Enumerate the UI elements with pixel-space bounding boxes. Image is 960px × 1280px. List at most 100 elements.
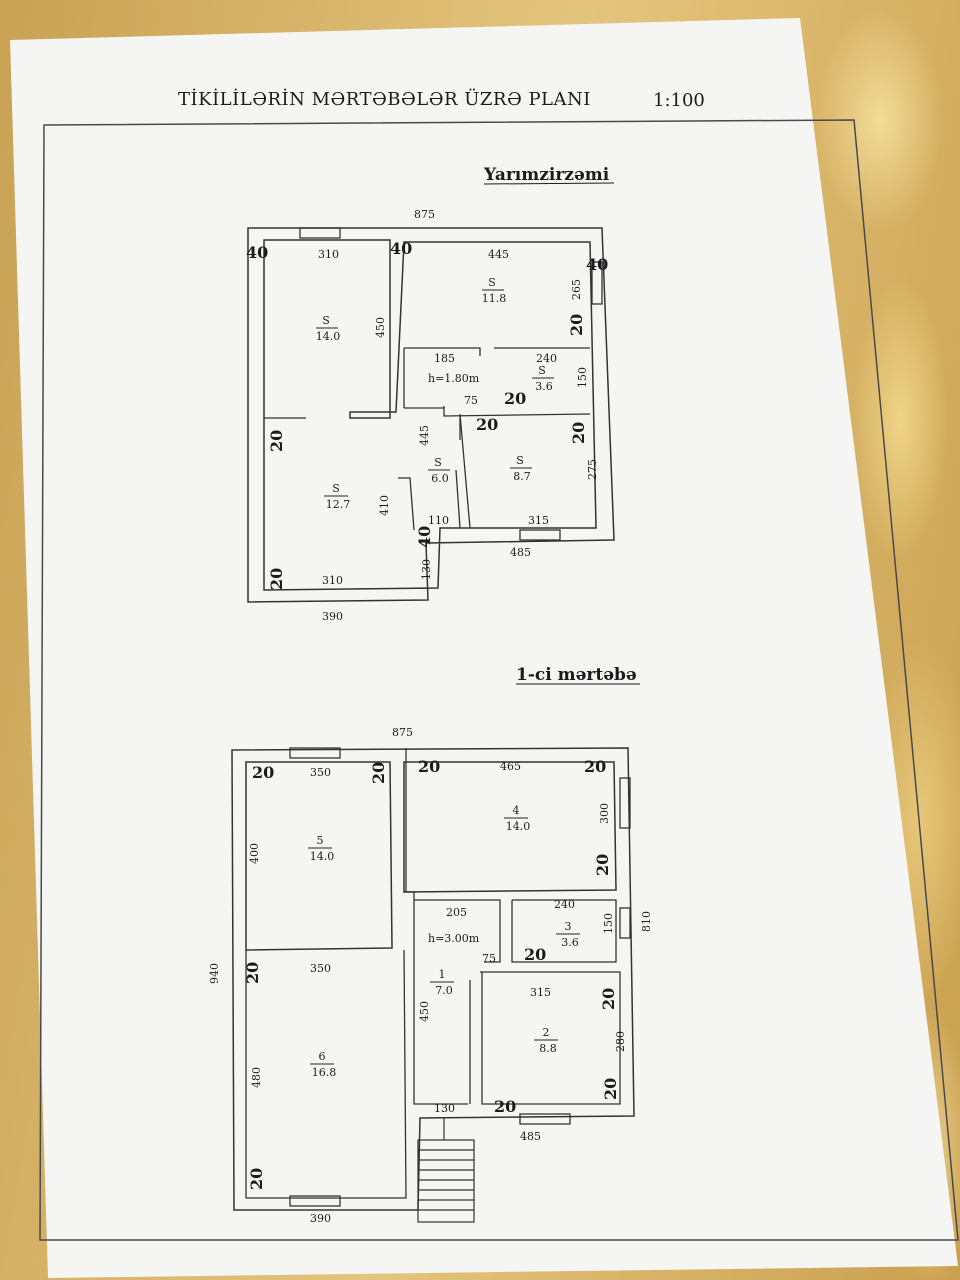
svg-text:150: 150: [602, 913, 615, 934]
svg-text:310: 310: [322, 574, 343, 587]
sheet-frame: [39, 119, 959, 1241]
basement-dimensions: 875 310 445 40 40 40 450 265 20 185 240 …: [246, 208, 608, 623]
svg-text:6.0: 6.0: [431, 472, 449, 485]
svg-text:14.0: 14.0: [316, 330, 341, 343]
floor1-room-3: 3 3.6: [556, 920, 580, 949]
floor1-room-5: 5 14.0: [308, 834, 334, 863]
floor1-room-2: 2 8.8: [534, 1026, 558, 1055]
sheet-title: TİKİLİLƏRİN MƏRTƏBƏLƏR ÜZRƏ PLANI: [178, 87, 591, 110]
svg-text:40: 40: [390, 239, 412, 258]
svg-text:20: 20: [599, 988, 618, 1010]
basement-room-8-7: S 8.7: [510, 454, 532, 483]
svg-text:75: 75: [464, 394, 478, 407]
svg-text:5: 5: [317, 834, 324, 847]
floor1-room-4: 4 14.0: [504, 804, 530, 833]
basement-height: h=1.80m: [428, 372, 480, 385]
svg-text:465: 465: [500, 760, 521, 773]
svg-text:20: 20: [247, 1168, 266, 1190]
sheet-scale: 1:100: [653, 90, 705, 111]
svg-text:3.6: 3.6: [535, 380, 553, 393]
svg-text:485: 485: [520, 1130, 541, 1143]
svg-text:6: 6: [319, 1050, 326, 1063]
svg-text:445: 445: [418, 425, 431, 446]
svg-text:11.8: 11.8: [482, 292, 507, 305]
svg-text:390: 390: [310, 1212, 331, 1225]
basement-room-14: S 14.0: [316, 314, 341, 343]
svg-text:20: 20: [267, 430, 286, 452]
svg-text:12.7: 12.7: [326, 498, 351, 511]
basement-outer-wall: [247, 227, 615, 603]
svg-text:240: 240: [536, 352, 557, 365]
basement-room-3-6: S 3.6: [532, 364, 554, 393]
svg-text:20: 20: [584, 757, 606, 776]
svg-text:20: 20: [524, 945, 546, 964]
svg-text:275: 275: [586, 459, 599, 480]
basement-room-11-8: S 11.8: [482, 276, 507, 305]
svg-text:185: 185: [434, 352, 455, 365]
floor1-room-6: 6 16.8: [310, 1050, 336, 1079]
svg-text:110: 110: [428, 514, 449, 527]
svg-text:940: 940: [208, 963, 221, 984]
svg-text:14.0: 14.0: [310, 850, 335, 863]
svg-text:485: 485: [510, 546, 531, 559]
svg-text:20: 20: [476, 415, 498, 434]
svg-text:40: 40: [246, 243, 268, 262]
svg-text:280: 280: [614, 1031, 627, 1052]
basement-room-12-7: S 12.7: [324, 482, 350, 511]
svg-text:350: 350: [310, 962, 331, 975]
svg-text:20: 20: [504, 389, 526, 408]
first-floor-outer-wall: [231, 747, 635, 1211]
svg-text:40: 40: [415, 526, 434, 548]
svg-text:20: 20: [593, 854, 612, 876]
svg-text:S: S: [434, 456, 442, 469]
svg-text:20: 20: [418, 757, 440, 776]
svg-text:20: 20: [252, 763, 274, 782]
svg-text:40: 40: [586, 255, 608, 274]
svg-text:240: 240: [554, 898, 575, 911]
svg-text:350: 350: [310, 766, 331, 779]
svg-text:20: 20: [369, 762, 388, 784]
svg-text:14.0: 14.0: [506, 820, 531, 833]
svg-text:S: S: [322, 314, 330, 327]
svg-text:390: 390: [322, 610, 343, 623]
svg-text:20: 20: [567, 314, 586, 336]
svg-text:75: 75: [482, 952, 496, 965]
svg-text:S: S: [538, 364, 546, 377]
first-floor-partitions: [245, 747, 631, 1207]
svg-text:7.0: 7.0: [435, 984, 453, 997]
svg-text:20: 20: [243, 962, 262, 984]
svg-text:450: 450: [418, 1001, 431, 1022]
svg-text:310: 310: [318, 248, 339, 261]
svg-text:300: 300: [598, 803, 611, 824]
svg-text:8.7: 8.7: [513, 470, 531, 483]
basement-heading: Yarımzirzəmi: [483, 165, 610, 185]
svg-text:265: 265: [570, 279, 583, 300]
svg-text:2: 2: [543, 1026, 550, 1039]
entrance-stairs: [417, 1118, 475, 1223]
svg-text:S: S: [516, 454, 524, 467]
svg-text:810: 810: [640, 911, 653, 932]
svg-text:20: 20: [569, 422, 588, 444]
basement-plan: Yarımzirzəmi S 14.0 S: [246, 165, 615, 623]
svg-text:315: 315: [530, 986, 551, 999]
svg-text:450: 450: [374, 317, 387, 338]
floor1-room-1: 1 7.0: [430, 968, 454, 997]
first-floor-plan: 1-ci mərtəbə: [208, 665, 653, 1225]
svg-text:315: 315: [528, 514, 549, 527]
svg-text:4: 4: [513, 804, 520, 817]
svg-text:S: S: [488, 276, 496, 289]
svg-text:20: 20: [267, 568, 286, 590]
svg-text:480: 480: [250, 1067, 263, 1088]
svg-text:410: 410: [378, 495, 391, 516]
svg-text:130: 130: [434, 1102, 455, 1115]
svg-text:16.8: 16.8: [312, 1066, 337, 1079]
svg-text:20: 20: [494, 1097, 516, 1116]
svg-text:20: 20: [601, 1078, 620, 1100]
svg-text:S: S: [332, 482, 340, 495]
paper-sheet: [10, 18, 958, 1278]
svg-text:1: 1: [439, 968, 446, 981]
svg-text:3: 3: [565, 920, 572, 933]
first-floor-height: h=3.00m: [428, 932, 480, 945]
svg-text:3.6: 3.6: [561, 936, 579, 949]
